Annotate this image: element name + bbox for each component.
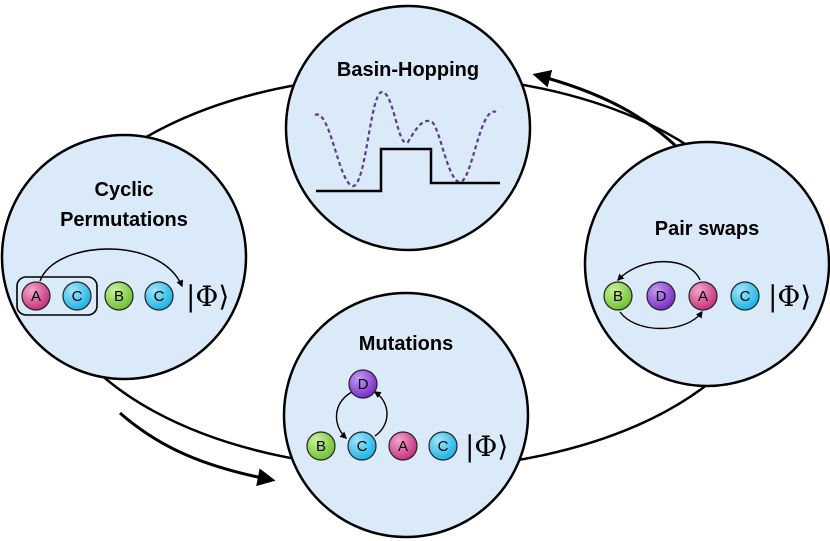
ball-label: A	[398, 438, 408, 455]
mutations-circle	[282, 291, 530, 539]
mutation-arrow-up	[373, 391, 388, 437]
basin-hopping-title: Basin-Hopping	[337, 59, 479, 81]
arrow-bottom-left	[119, 411, 276, 487]
ball-label: D	[358, 376, 369, 393]
ball-label: C	[72, 288, 83, 305]
mutations-node: Mutations D B C A C |Φ⟩	[282, 291, 530, 539]
swap-arrow-bottom	[619, 310, 703, 330]
arrow-top-right	[532, 70, 684, 154]
cyclic-move-arrow	[39, 248, 183, 288]
ball-label: C	[438, 438, 449, 455]
ball: A	[388, 431, 418, 461]
cyclic-title-line2: Permutations	[60, 209, 188, 231]
ball: B	[603, 281, 633, 311]
ball-label: A	[31, 288, 41, 305]
ball-label: B	[114, 288, 124, 305]
ball: C	[428, 431, 458, 461]
cyclic-permutations-circle	[0, 133, 248, 381]
ket-phi: |Φ⟩	[768, 280, 811, 313]
pair-swaps-node: Pair swaps B D A C |Φ⟩	[583, 140, 830, 388]
ball-label: C	[154, 288, 165, 305]
energy-landscape-step	[316, 147, 500, 193]
swap-arrow-top	[617, 261, 701, 282]
ball: A	[21, 281, 51, 311]
ball-label: D	[656, 288, 667, 305]
ball-label: C	[357, 438, 368, 455]
ball: C	[730, 281, 760, 311]
mutation-arrow-down	[335, 391, 353, 439]
basin-hopping-node: Basin-Hopping	[284, 4, 532, 252]
ket-phi: |Φ⟩	[465, 430, 508, 463]
cyclic-permutations-node: Cyclic Permutations A C B C |Φ⟩	[0, 133, 248, 381]
ket-phi: |Φ⟩	[186, 280, 229, 313]
ball-label: C	[740, 288, 751, 305]
ball: A	[688, 281, 718, 311]
ball: C	[347, 431, 377, 461]
pair-swaps-title: Pair swaps	[655, 218, 760, 240]
energy-landscape-dashed	[314, 90, 497, 188]
ball: D	[348, 369, 378, 399]
permutation-group-box	[16, 276, 98, 316]
mutations-title: Mutations	[359, 333, 453, 355]
cyclic-title-line1: Cyclic	[95, 179, 154, 201]
ball-label: A	[698, 288, 708, 305]
pair-swaps-circle	[583, 140, 830, 388]
ball: B	[104, 281, 134, 311]
ball: C	[62, 281, 92, 311]
ball-label: B	[316, 438, 326, 455]
basin-hopping-circle	[284, 4, 532, 252]
ball-label: B	[613, 288, 623, 305]
ball: C	[144, 281, 174, 311]
ball: D	[646, 281, 676, 311]
ball: B	[306, 431, 336, 461]
